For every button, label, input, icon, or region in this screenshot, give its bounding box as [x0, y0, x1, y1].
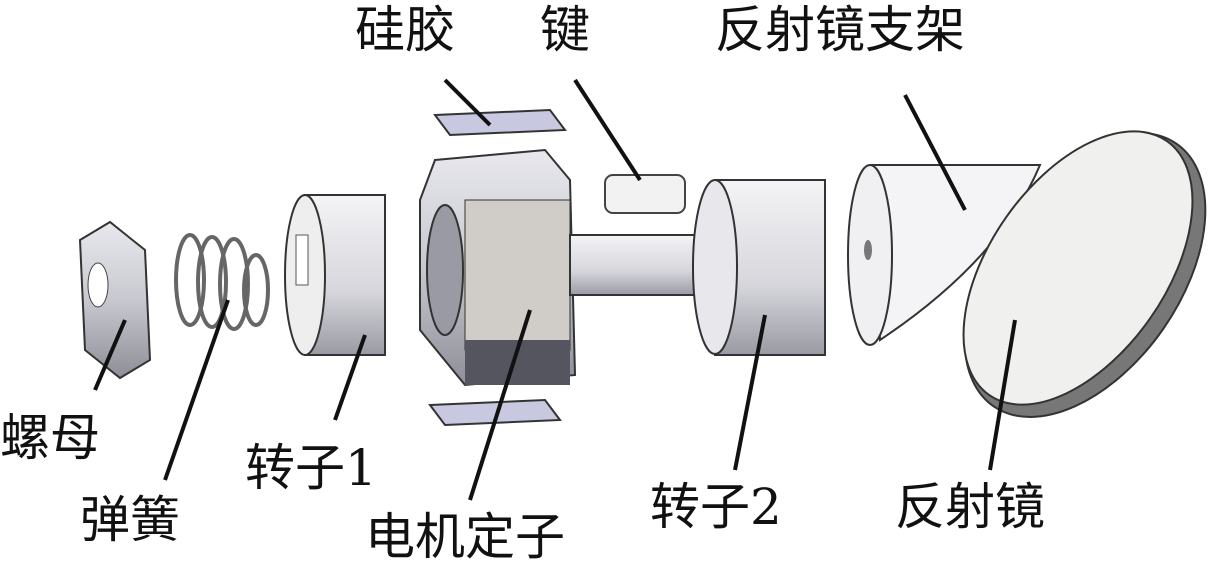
label-silicone: 硅胶 [355, 1, 455, 59]
nut-part [78, 220, 152, 380]
label-rotor2: 转子2 [650, 478, 782, 536]
label-nut: 螺母 [0, 409, 100, 467]
mirror-bracket-part [847, 164, 1042, 346]
stator-part [419, 148, 577, 387]
mirror-part [962, 130, 1207, 418]
spring-part [174, 233, 270, 331]
label-spring: 弹簧 [80, 491, 180, 549]
silicone-pads [428, 108, 567, 427]
label-mirror: 反射镜 [895, 478, 1045, 536]
label-rotor1: 转子1 [245, 439, 377, 497]
label-stator: 电机定子 [365, 508, 565, 566]
rotor1-part [284, 194, 386, 356]
rotor2-part [692, 179, 826, 356]
leader-lines [93, 78, 1017, 501]
label-key: 键 [540, 1, 590, 59]
label-mirror-bracket: 反射镜支架 [715, 1, 965, 59]
key-part [604, 174, 686, 214]
